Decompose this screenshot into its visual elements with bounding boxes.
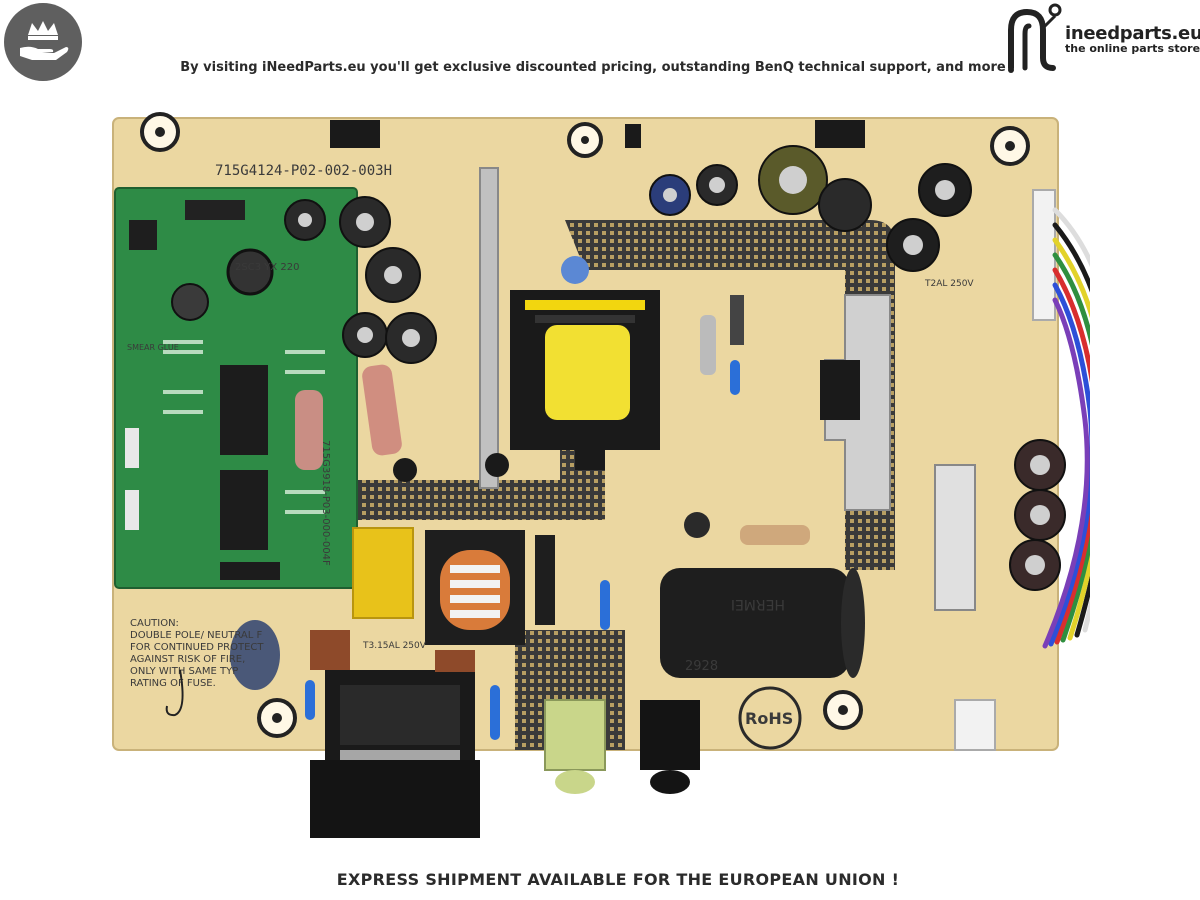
caution-line: DOUBLE POLE/ NEUTRAL F [130,630,263,641]
fuse-rating: T3.15AL 250V [362,641,427,651]
capacitor-brand: HERMEI [731,596,785,612]
fuse2-rating: T2AL 250V [924,279,974,289]
smear-glue-label: SMEAR GLUE [127,343,179,352]
caution-line: AGAINST RISK OF FIRE, [130,654,245,665]
rohs-label: RoHS [745,709,793,728]
brand-logo[interactable]: ineedparts.eu the online parts store [1003,2,1200,76]
promo-text: By visiting iNeedParts.eu you'll get exc… [180,60,1006,75]
product-photo: 715G4124-P02-002-003H 2SC3 YX 220 SMEAR … [105,110,1119,845]
badge-logo [4,3,82,81]
inductor-label: 2SC3 YX 220 [235,262,299,273]
caution-line: CAUTION: [130,618,179,629]
capacitor-code: 2928 [685,659,718,674]
caution-line: RATING OF FUSE. [130,678,216,689]
caution-line: FOR CONTINUED PROTECT [130,642,264,653]
crown-hand-icon [20,21,69,60]
brand-tagline: the online parts store [1065,42,1200,55]
board-code: 715G4124-P02-002-003H [215,163,392,179]
sub-board-code: 715G3918-P03-000-004F [320,440,331,566]
circuit-n-logo [1008,3,1062,73]
caution-line: ONLY WITH SAME TYP [130,666,238,677]
power-supply-board: 715G4124-P02-002-003H 2SC3 YX 220 SMEAR … [112,112,1119,838]
shipping-banner: EXPRESS SHIPMENT AVAILABLE FOR THE EUROP… [336,870,900,889]
brand-name: ineedparts.eu [1065,23,1200,44]
